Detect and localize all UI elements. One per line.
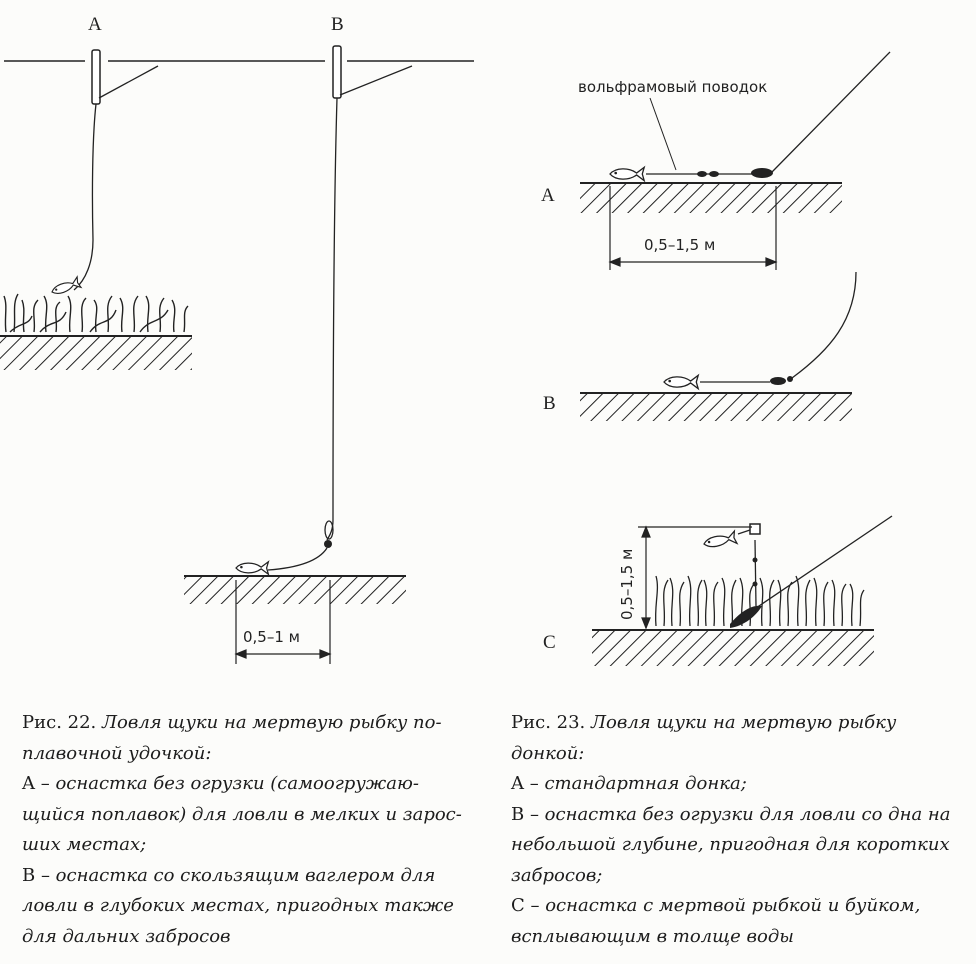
weeds-c	[654, 575, 865, 627]
caption23-title: Ловля щуки на мертвую рыбку донкой:	[511, 712, 897, 764]
snap-23b	[787, 376, 793, 382]
bottom-hatch-b	[184, 576, 406, 604]
fig22-rig-b: B 0,5–1 м	[184, 14, 413, 664]
caption22-item-b: B – оснастка со скользящим ваглером для …	[22, 861, 462, 953]
caption23-item-b: B – оснастка без огрузки для ловли со дн…	[511, 800, 961, 892]
caption23-item-a-key: A –	[511, 773, 545, 794]
swivel-23b	[770, 377, 786, 385]
dead-fish-23c	[702, 530, 738, 551]
caption23-item-b-text: оснастка без огрузки для ловли со дна на…	[511, 803, 951, 886]
caption22-title: Ловля щуки на мертвую рыбку по­плавочной…	[22, 712, 442, 764]
caption22-item-b-key: B –	[22, 864, 56, 886]
fig23c-dimension-label: 0,5–1,5 м	[618, 549, 636, 620]
fig23-rig-c: C 0,5–1,	[543, 515, 893, 666]
caption22-item-a-text: оснастка без огрузки (самоогружаю­щийся …	[22, 773, 462, 855]
main-line-23b	[791, 271, 857, 379]
bottom-hatch-a	[0, 336, 192, 370]
bottom-hatch-23b	[580, 393, 852, 421]
caption23-item-a: A – стандартная донка;	[511, 769, 961, 800]
fig22-rig-a: A	[0, 14, 192, 370]
fig23-label-a: A	[541, 185, 555, 206]
fig23-rig-a: вольфрамовый поводок A 0,5–1,5 м	[541, 51, 891, 270]
caption22-number: Рис. 22.	[22, 712, 97, 733]
sinker-b	[324, 540, 332, 548]
sinker-23a	[751, 168, 773, 178]
fish-hook-line-c	[737, 529, 751, 535]
caption23-item-c: C – оснастка с мертвой рыбкой и буйком, …	[511, 891, 961, 952]
stopper-b	[324, 520, 334, 540]
leader-b	[267, 547, 328, 571]
caption22-title-para: Рис. 22. Ловля щуки на мертвую рыбку по­…	[22, 708, 462, 769]
sinker-23c	[730, 605, 762, 628]
bottom-hatch-23c	[592, 630, 874, 666]
fig23a-dimension-label: 0,5–1,5 м	[644, 236, 715, 254]
caption23-item-a-text: стандартная донка;	[544, 773, 747, 794]
fig22-dimension	[234, 580, 332, 664]
swivel-a1	[697, 171, 707, 177]
caption23-number: Рис. 23.	[511, 712, 586, 733]
caption22-item-a: A – оснастка без огрузки (самоогружаю­щи…	[22, 769, 462, 861]
figure-22-caption: Рис. 22. Ловля щуки на мертвую рыбку по­…	[22, 708, 462, 952]
fig23-leader-label: вольфрамовый поводок	[578, 78, 767, 96]
float-a	[91, 49, 101, 105]
fishing-rig-diagram: A B	[0, 14, 893, 666]
rod-line-a	[98, 65, 159, 99]
vertical-line-c	[754, 539, 757, 607]
fig23a-dimension	[608, 186, 778, 270]
caption23-item-c-key: C –	[511, 895, 546, 916]
fig22-diagram: A B	[0, 14, 474, 664]
fig23-label-b: B	[543, 393, 556, 414]
leader-pointer-line	[649, 97, 677, 171]
buoy-c	[749, 523, 761, 535]
fig23c-dimension	[638, 525, 752, 630]
dead-fish-23b	[663, 374, 699, 390]
rod-line-b	[339, 65, 413, 96]
bottom-hatch-23a	[580, 183, 842, 213]
weeds-a	[3, 293, 189, 333]
fig23-diagram: вольфрамовый поводок A 0,5–1,5 м B	[541, 51, 893, 666]
caption22-item-b-text: оснастка со скользящим ваглером для ловл…	[22, 864, 454, 947]
caption23-item-c-text: оснастка с мертвой рыбкой и буйком, вспл…	[511, 895, 921, 947]
fig22-label-b: B	[331, 14, 344, 35]
caption22-item-a-key: A –	[22, 773, 56, 794]
fig22-dimension-label: 0,5–1 м	[243, 628, 300, 646]
main-line-23c	[755, 515, 893, 609]
swivel-a2	[709, 171, 719, 177]
dead-fish-b	[235, 561, 270, 575]
fishing-line-b	[326, 97, 338, 541]
caption23-title-para: Рис. 23. Ловля щуки на мертвую рыбку дон…	[511, 708, 961, 769]
waggler-b	[332, 45, 342, 99]
main-line-23a	[771, 51, 891, 173]
fig23-label-c: C	[543, 632, 556, 653]
dead-fish-23a	[609, 166, 645, 182]
caption23-item-b-key: B –	[511, 803, 545, 825]
bead-c2	[752, 581, 758, 587]
fig22-label-a: A	[88, 14, 102, 35]
bead-c1	[752, 557, 758, 563]
figure-23-caption: Рис. 23. Ловля щуки на мертвую рыбку дон…	[511, 708, 961, 952]
fishing-line-a	[73, 103, 97, 291]
fig23-rig-b: B	[543, 271, 857, 421]
